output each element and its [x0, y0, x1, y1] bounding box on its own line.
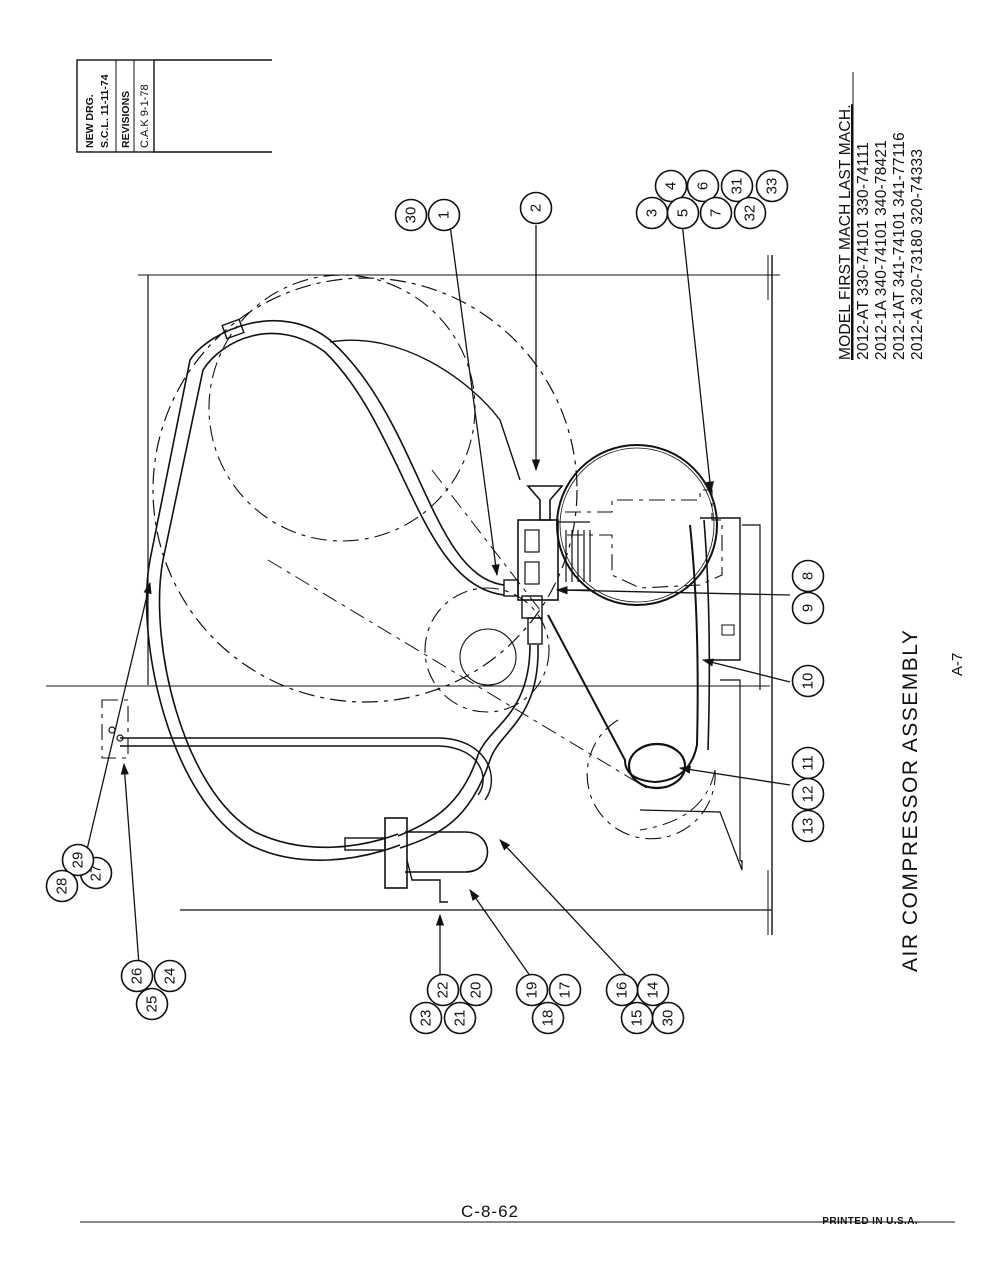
callout-8: 8: [791, 559, 825, 593]
callout-2: 2: [519, 191, 553, 225]
model-row-4: 2012-A 320-73180 320-74333: [909, 149, 926, 360]
svg-text:4: 4: [663, 182, 680, 190]
svg-text:5: 5: [675, 209, 692, 217]
drawing-title: AIR COMPRESSOR ASSEMBLY: [899, 629, 922, 972]
callout-11: 11: [791, 746, 825, 780]
callout-14: 14: [636, 973, 670, 1007]
callout-15: 15: [620, 1001, 654, 1035]
callout-7: 7: [699, 196, 733, 230]
air-tubing: [120, 318, 539, 861]
compressor-head: [503, 485, 591, 645]
callout-13: 13: [791, 809, 825, 843]
drg-label-scl: S.C.L. 11-11-74: [99, 74, 111, 148]
motor-base: [639, 517, 761, 871]
callout-21: 21: [443, 1001, 477, 1035]
callout-6: 6: [686, 169, 720, 203]
svg-text:3: 3: [644, 209, 661, 217]
callout-24: 24: [153, 959, 187, 993]
svg-text:21: 21: [452, 1010, 469, 1027]
svg-text:2: 2: [528, 204, 545, 212]
drg-label-rev-entry: C.A.K 9-1-78: [139, 84, 151, 148]
svg-text:7: 7: [708, 209, 725, 217]
callout-17: 17: [548, 973, 582, 1007]
callout-10: 10: [791, 664, 825, 698]
callout-19: 19: [515, 973, 549, 1007]
svg-text:8: 8: [800, 572, 817, 580]
printed-in-label: PRINTED IN U.S.A.: [822, 1216, 918, 1227]
callout-3: 3: [635, 196, 669, 230]
model-row-1: 2012-AT 330-74101 330-74111: [855, 142, 872, 360]
callout-25: 25: [135, 987, 169, 1021]
callout-20: 20: [459, 973, 493, 1007]
callout-23: 23: [409, 1001, 443, 1035]
svg-text:30: 30: [660, 1010, 677, 1027]
pulley-outlines: [152, 274, 716, 840]
svg-text:28: 28: [54, 878, 71, 895]
svg-text:9: 9: [800, 604, 817, 612]
svg-text:17: 17: [557, 982, 574, 999]
model-table-header: MODEL FIRST MACH LAST MACH.: [837, 104, 854, 360]
model-table: MODEL FIRST MACH LAST MACH. 2012-AT 330-…: [837, 72, 926, 360]
callout-32: 32: [733, 196, 767, 230]
svg-text:24: 24: [162, 968, 179, 985]
callout-28: 28: [45, 869, 79, 903]
drain-bracket: [101, 699, 129, 759]
callout-31: 31: [720, 169, 754, 203]
svg-text:10: 10: [800, 673, 817, 690]
svg-text:30: 30: [403, 207, 420, 224]
callout-5: 5: [666, 196, 700, 230]
svg-text:15: 15: [629, 1010, 646, 1027]
svg-text:33: 33: [764, 178, 781, 195]
svg-text:26: 26: [129, 968, 146, 985]
model-row-2: 2012-1A 340-74101 340-78421: [873, 140, 890, 360]
svg-text:31: 31: [729, 178, 746, 195]
sheet-number: A-7: [949, 653, 966, 676]
svg-text:6: 6: [695, 182, 712, 190]
svg-text:27: 27: [88, 865, 105, 882]
callout-29: 29: [61, 843, 95, 877]
callout-18: 18: [531, 1001, 565, 1035]
motor: [556, 444, 723, 606]
callout-4: 4: [654, 169, 688, 203]
callout-16: 16: [605, 973, 639, 1007]
callout-33: 33: [755, 169, 789, 203]
callout-30-top: 30: [394, 198, 428, 232]
callout-12: 12: [791, 777, 825, 811]
svg-text:20: 20: [468, 982, 485, 999]
svg-text:12: 12: [800, 786, 817, 803]
callout-26: 26: [120, 959, 154, 993]
svg-text:18: 18: [540, 1010, 557, 1027]
page-number: C-8-62: [461, 1202, 519, 1221]
callout-22: 22: [426, 973, 460, 1007]
revision-block: NEW DRG. S.C.L. 11-11-74 REVISIONS C.A.K…: [76, 59, 272, 153]
svg-text:16: 16: [614, 982, 631, 999]
svg-text:29: 29: [70, 852, 87, 869]
svg-text:11: 11: [800, 755, 817, 771]
drg-label-revisions: REVISIONS: [120, 91, 132, 148]
callout-30-bottom: 30: [651, 1001, 685, 1035]
receiver-tank: [344, 817, 489, 903]
drg-label-new: NEW DRG.: [84, 94, 96, 148]
callout-9: 9: [791, 591, 825, 625]
callout-1: 1: [427, 198, 461, 232]
model-row-3: 2012-1AT 341-74101 341-77116: [891, 132, 908, 360]
svg-text:1: 1: [436, 211, 453, 219]
svg-text:25: 25: [144, 996, 161, 1013]
leader-lines: [84, 221, 791, 991]
svg-text:32: 32: [742, 205, 759, 222]
svg-text:19: 19: [524, 982, 541, 999]
svg-text:22: 22: [435, 982, 452, 999]
svg-text:14: 14: [645, 982, 662, 999]
svg-text:23: 23: [418, 1010, 435, 1027]
svg-text:13: 13: [800, 818, 817, 835]
